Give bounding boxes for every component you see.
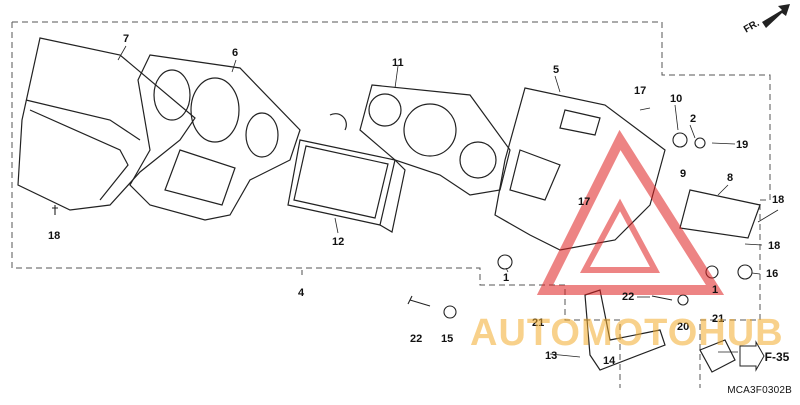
- callout-22-left: 22: [410, 333, 423, 345]
- callout-5: 5: [553, 64, 560, 76]
- bracket-part: [679, 189, 761, 239]
- callout-7: 7: [123, 33, 130, 45]
- callout-20: 20: [677, 321, 690, 333]
- callout-15: 15: [441, 333, 454, 345]
- callout-22-right: 22: [622, 291, 635, 303]
- assembly-frame: [11, 21, 771, 388]
- callout-2: 2: [690, 113, 697, 125]
- meter-trim-part: [129, 54, 301, 221]
- callout-21-left: 21: [532, 317, 545, 329]
- reference-arrow-frame: [739, 340, 765, 372]
- callout-8: 8: [727, 172, 734, 184]
- combination-meter-part: [359, 84, 511, 196]
- leader-lines: [117, 45, 779, 358]
- reference-label: F-35: [764, 350, 790, 364]
- watermark-text: AUTOMOTOHUB: [470, 312, 784, 354]
- visor-part: [17, 37, 196, 211]
- callout-17-top: 17: [634, 85, 647, 97]
- meter-case-part: [494, 87, 666, 251]
- watermark-logo: [536, 129, 725, 295]
- callout-1-right: 1: [712, 284, 719, 296]
- callout-17-mid: 17: [578, 196, 591, 208]
- callout-4: 4: [298, 287, 305, 299]
- callout-6: 6: [232, 47, 239, 59]
- callout-12: 12: [332, 236, 345, 248]
- callout-1-left: 1: [503, 272, 510, 284]
- callout-21-right: 21: [712, 313, 725, 325]
- callout-18-right-bottom: 18: [768, 240, 781, 252]
- front-direction-arrow: [762, 4, 790, 28]
- callout-19: 19: [736, 139, 749, 151]
- callout-14: 14: [603, 355, 616, 367]
- callout-11: 11: [392, 57, 404, 69]
- callout-18-left: 18: [48, 230, 61, 242]
- callout-16: 16: [766, 268, 779, 280]
- callout-9: 9: [680, 168, 687, 180]
- callout-13: 13: [545, 350, 558, 362]
- part-code: MCA3F0302B: [727, 385, 792, 396]
- callout-18-right-top: 18: [772, 194, 785, 206]
- callout-10: 10: [670, 93, 683, 105]
- stay-part: [584, 289, 736, 373]
- lcd-unit-part: [287, 113, 406, 233]
